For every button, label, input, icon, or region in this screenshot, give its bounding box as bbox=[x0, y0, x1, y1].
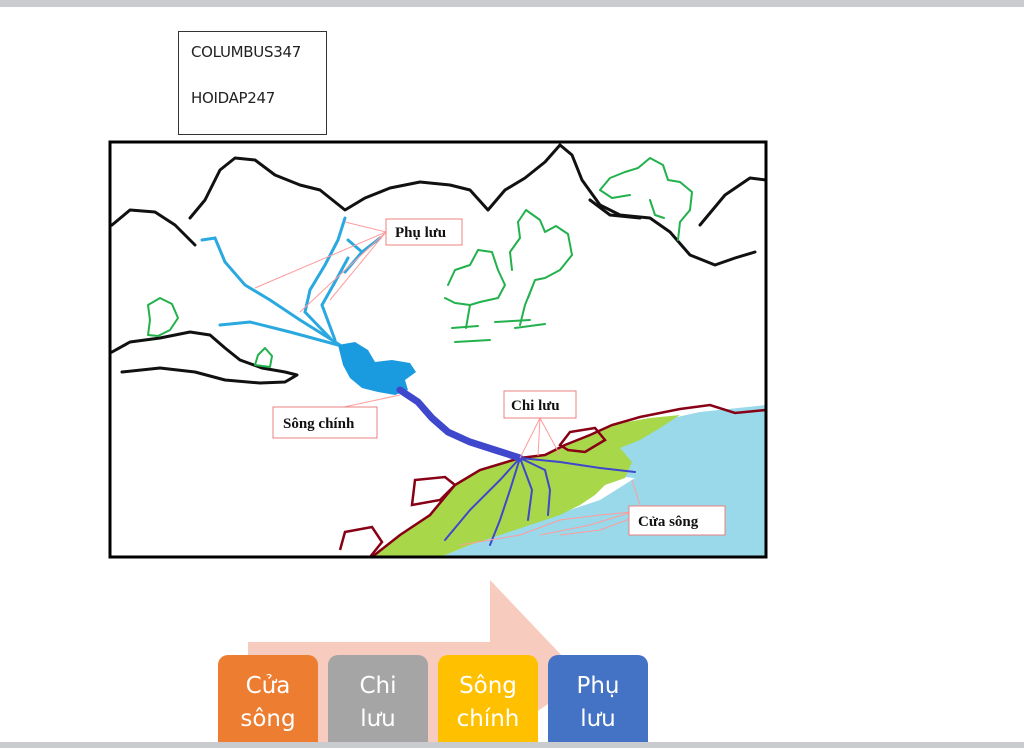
credit-line-2: HOIDAP247 bbox=[191, 89, 276, 107]
delta bbox=[370, 415, 680, 557]
step-tile-tributary: Phụ lưu bbox=[548, 655, 648, 745]
step-tile-distributary-line2: lưu bbox=[360, 706, 396, 732]
tree-5 bbox=[254, 347, 273, 368]
step-tile-main-river-line2: chính bbox=[456, 706, 520, 732]
map-frame bbox=[108, 140, 768, 559]
label-distributary-text: Chi lưu bbox=[511, 398, 560, 414]
step-tile-tributary-line2: lưu bbox=[580, 706, 616, 732]
credit-box: COLUMBUS347 HOIDAP247 bbox=[178, 31, 327, 135]
label-estuary: Cửa sông bbox=[628, 505, 726, 536]
trees bbox=[147, 157, 693, 368]
step-tile-tributary-line1: Phụ bbox=[576, 673, 620, 699]
label-tributary-text: Phụ lưu bbox=[395, 225, 446, 241]
label-main-river: Sông chính bbox=[272, 406, 378, 439]
label-main-river-text: Sông chính bbox=[283, 416, 355, 432]
main-river-channel bbox=[396, 386, 524, 462]
mountains bbox=[110, 143, 766, 385]
step-tile-main-river-line1: Sông bbox=[459, 673, 517, 699]
step-tile-distributary: Chi lưu bbox=[328, 655, 428, 745]
tree-ground bbox=[451, 319, 546, 343]
step-tile-estuary-line1: Cửa bbox=[245, 673, 291, 699]
bottom-border bbox=[0, 742, 1024, 748]
label-tributary: Phụ lưu bbox=[385, 218, 463, 246]
main-river-lake bbox=[338, 342, 416, 395]
top-border bbox=[0, 0, 1024, 7]
step-tile-estuary-line2: sông bbox=[240, 706, 296, 732]
label-estuary-text: Cửa sông bbox=[638, 514, 699, 530]
step-tile-estuary: Cửa sông bbox=[218, 655, 318, 745]
coast-island-2 bbox=[558, 426, 607, 454]
distributaries bbox=[444, 457, 636, 546]
coastline bbox=[338, 403, 766, 557]
label-distributary: Chi lưu bbox=[503, 390, 577, 419]
step-tile-distributary-line1: Chi bbox=[359, 673, 397, 699]
coast-island-1 bbox=[410, 475, 457, 507]
tree-2 bbox=[509, 209, 573, 326]
credit-line-1: COLUMBUS347 bbox=[191, 43, 301, 61]
tree-1 bbox=[599, 157, 693, 241]
tree-4 bbox=[147, 297, 179, 337]
step-tile-main-river: Sông chính bbox=[438, 655, 538, 745]
tree-3 bbox=[444, 249, 506, 329]
